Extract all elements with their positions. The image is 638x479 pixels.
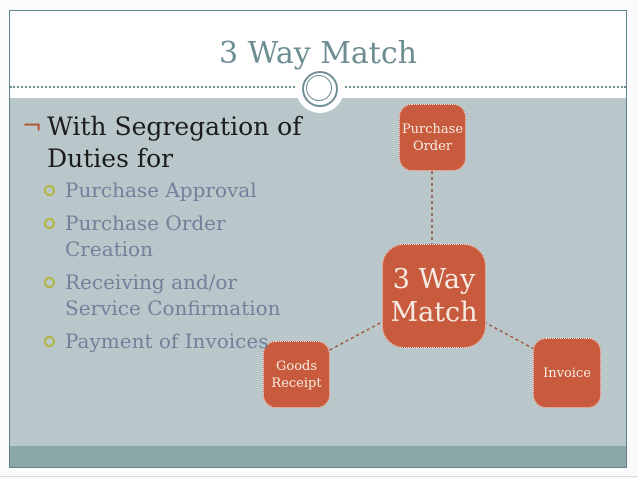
bullet-heading-row: ¬ With Segregation of Duties for [22,111,322,175]
circle-ornament-inner-ring [306,75,332,101]
diagram-node-purchase-order: Purchase Order [399,104,466,171]
bottom-accent-band [10,446,626,467]
node-label: 3 Way Match [390,264,478,328]
node-label: Goods Receipt [271,358,322,391]
list-item-label: Payment of Invoices [65,329,269,353]
list-item-label: Purchase Order Creation [65,211,226,261]
node-label: Purchase Order [401,121,464,154]
circle-bullet-icon [44,185,55,196]
bullet-heading: With Segregation of Duties for [47,112,302,173]
node-label: Invoice [543,365,591,381]
list-item: Purchase Order Creation [44,210,304,262]
circle-bullet-icon [44,336,55,347]
heading-bullet-icon: ¬ [22,112,43,140]
page-bottom-divider [0,476,638,477]
circle-bullet-icon [44,218,55,229]
list-item: Receiving and/or Service Confirmation [44,269,304,321]
circle-ornament-icon [302,71,338,107]
diagram-node-invoice: Invoice [533,338,601,408]
list-item-label: Receiving and/or Service Confirmation [65,270,281,320]
list-item-label: Purchase Approval [65,178,257,202]
list-item: Payment of Invoices [44,328,304,354]
slide: 3 Way Match ¬ With Segregation of Duties… [9,10,627,468]
diagram-node-center: 3 Way Match [382,244,486,348]
list-item: Purchase Approval [44,177,304,203]
circle-bullet-icon [44,277,55,288]
diagram-node-goods-receipt: Goods Receipt [263,341,330,408]
sub-bullet-list: Purchase Approval Purchase Order Creatio… [44,177,304,361]
